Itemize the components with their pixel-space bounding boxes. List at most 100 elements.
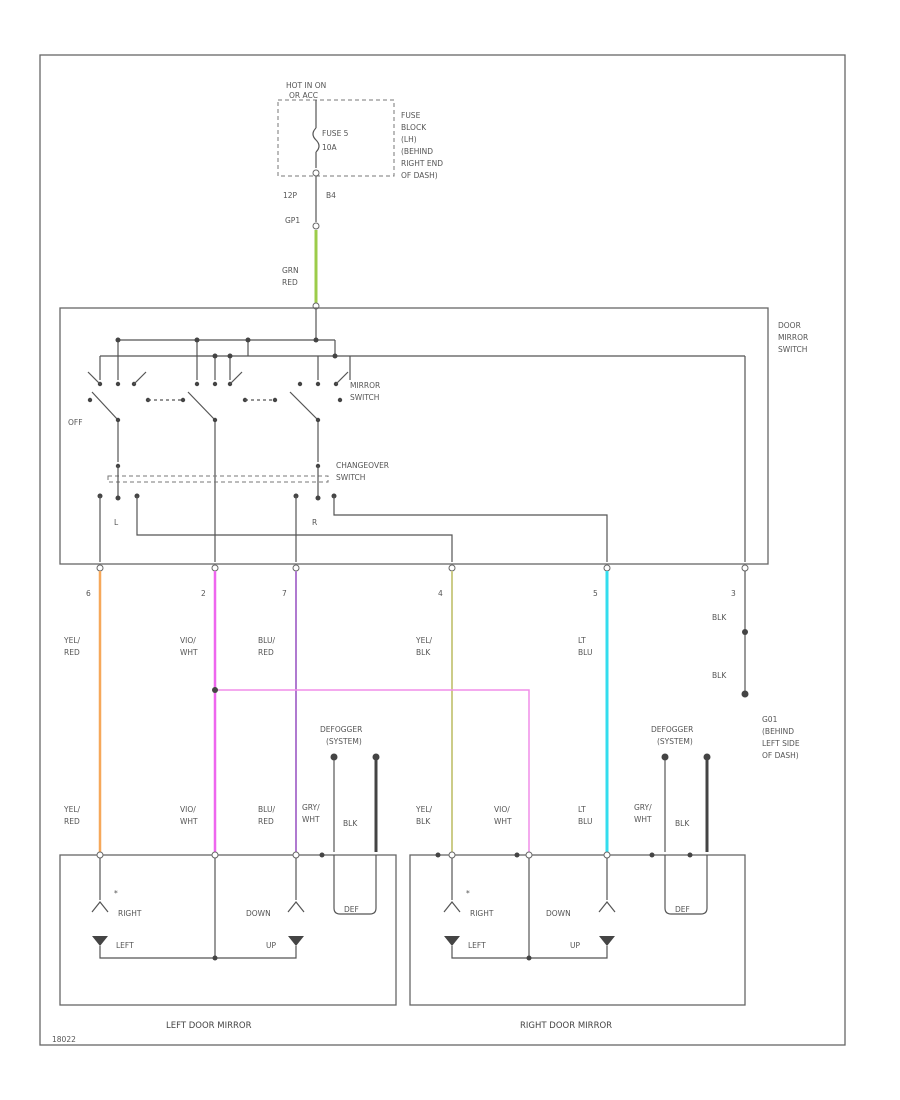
motor-right-right-mirror [443,901,461,913]
wire-label-yel-red: YEL/ RED [63,636,80,657]
fuse-rating: 10A [322,143,338,152]
svg-text:BLK: BLK [416,648,431,657]
svg-text:WHT: WHT [634,815,652,824]
defogger-blk-right: BLK [675,819,690,828]
changeover-switch-outline [107,475,329,483]
mirror-wire-labels-right: YEL/ BLK VIO/ WHT LT BLU [415,805,592,826]
svg-text:FUSE: FUSE [401,111,421,120]
changeover-contacts [97,493,337,501]
svg-text:BLU/: BLU/ [258,636,275,645]
diagram-frame [39,54,846,1046]
defogger-label-right: DEFOGGER (SYSTEM) [651,725,693,746]
motor-right-label-l: RIGHT [118,909,142,918]
svg-text:(SYSTEM): (SYSTEM) [326,737,362,746]
svg-text:G01: G01 [762,715,778,724]
left-door-mirror-box [59,854,397,1006]
svg-text:(BEHIND: (BEHIND [762,727,794,736]
motor-down-label-r: DOWN [546,909,571,918]
wire-label-lt-blu: LT BLU [578,636,592,657]
defogger-element-left [333,907,377,915]
motor-down-right-mirror [598,901,616,913]
svg-text:DEF: DEF [675,905,690,914]
svg-text:SWITCH: SWITCH [778,345,807,354]
door-mirror-switch-title: DOOR MIRROR SWITCH [778,321,808,354]
motor-left-right-mirror [444,936,460,946]
switch-pins [96,564,749,572]
motor-down-label-l: DOWN [246,909,271,918]
svg-text:GRY/: GRY/ [634,803,652,812]
motor-up-right-mirror [599,936,615,946]
svg-text:WHT: WHT [180,648,198,657]
hot-label-2: OR ACC [289,91,318,100]
motor-left-label-r: LEFT [468,941,486,950]
changeover-label-1: CHANGEOVER [336,461,389,470]
pin-5: 5 [593,589,598,598]
svg-text:YEL/: YEL/ [415,805,432,814]
svg-text:LT: LT [578,805,586,814]
fuse-name: FUSE 5 [322,129,349,138]
fuse-symbol [312,127,320,153]
mirror-switch-label-2: SWITCH [350,393,379,402]
svg-text:BLU/: BLU/ [258,805,275,814]
feed-wire-label-2: RED [282,278,298,287]
svg-text:OF DASH): OF DASH) [401,171,438,180]
feed-wire-label-1: GRN [282,266,299,275]
wire-label-yel-blk: YEL/ BLK [415,636,432,657]
pin-2: 2 [201,589,206,598]
ground-label: G01 (BEHIND LEFT SIDE OF DASH) [762,715,800,760]
off-label: OFF [68,418,83,427]
bus-junctions [115,337,338,359]
svg-text:BLU: BLU [578,648,592,657]
defogger-gry-wht-left: GRY/ WHT [302,803,320,824]
svg-text:WHT: WHT [494,817,512,826]
svg-text:DOOR: DOOR [778,321,801,330]
hot-label: HOT IN ON [286,81,326,90]
svg-text:BLOCK: BLOCK [401,123,427,132]
svg-text:RED: RED [64,817,80,826]
motor-right-left-mirror [91,901,109,913]
motor-up-label-r: UP [570,941,580,950]
motor-left-left-mirror [92,936,108,946]
fuse-block-outline [277,99,395,177]
door-mirror-switch-box [59,307,769,565]
pin-7: 7 [282,589,287,598]
defogger-element-right [664,907,708,915]
motor-down-left-mirror [287,901,305,913]
wire-label-blu-red: BLU/ RED [258,636,275,657]
ground-wire-top: BLK [712,613,727,622]
mirror-switch-contacts [87,381,343,403]
svg-text:VIO/: VIO/ [180,636,196,645]
svg-text:YEL/: YEL/ [415,636,432,645]
svg-text:BLK: BLK [416,817,431,826]
defogger-blk-left: BLK [343,819,358,828]
svg-text:*: * [466,889,470,898]
changeover-label-2: SWITCH [336,473,365,482]
splice-gp1: GP1 [285,216,300,225]
ground-point [741,690,749,698]
svg-text:YEL/: YEL/ [63,636,80,645]
svg-text:(SYSTEM): (SYSTEM) [657,737,693,746]
wire-vio-wht-crossover [215,689,530,852]
defogger-gry-wht-right: GRY/ WHT [634,803,652,824]
svg-text:BLU: BLU [578,817,592,826]
motor-right-label-r: RIGHT [470,909,494,918]
svg-text:LEFT SIDE: LEFT SIDE [762,739,800,748]
defogger-label-left: DEFOGGER (SYSTEM) [320,725,362,746]
right-door-mirror-title: RIGHT DOOR MIRROR [520,1021,612,1031]
svg-text:VIO/: VIO/ [180,805,196,814]
svg-text:RED: RED [64,648,80,657]
svg-text:MIRROR: MIRROR [778,333,808,342]
svg-text:DEFOGGER: DEFOGGER [320,725,362,734]
svg-text:OF DASH): OF DASH) [762,751,799,760]
svg-text:WHT: WHT [302,815,320,824]
svg-text:DEF: DEF [344,905,359,914]
motor-up-left-mirror [288,936,304,946]
mirror-switch-label-1: MIRROR [350,381,380,390]
svg-text:RED: RED [258,817,274,826]
connector-12p: 12P [283,191,298,200]
ground-wire-bottom: BLK [712,671,727,680]
svg-text:GRY/: GRY/ [302,803,320,812]
motor-left-label-l: LEFT [116,941,134,950]
pin-3: 3 [731,589,736,598]
